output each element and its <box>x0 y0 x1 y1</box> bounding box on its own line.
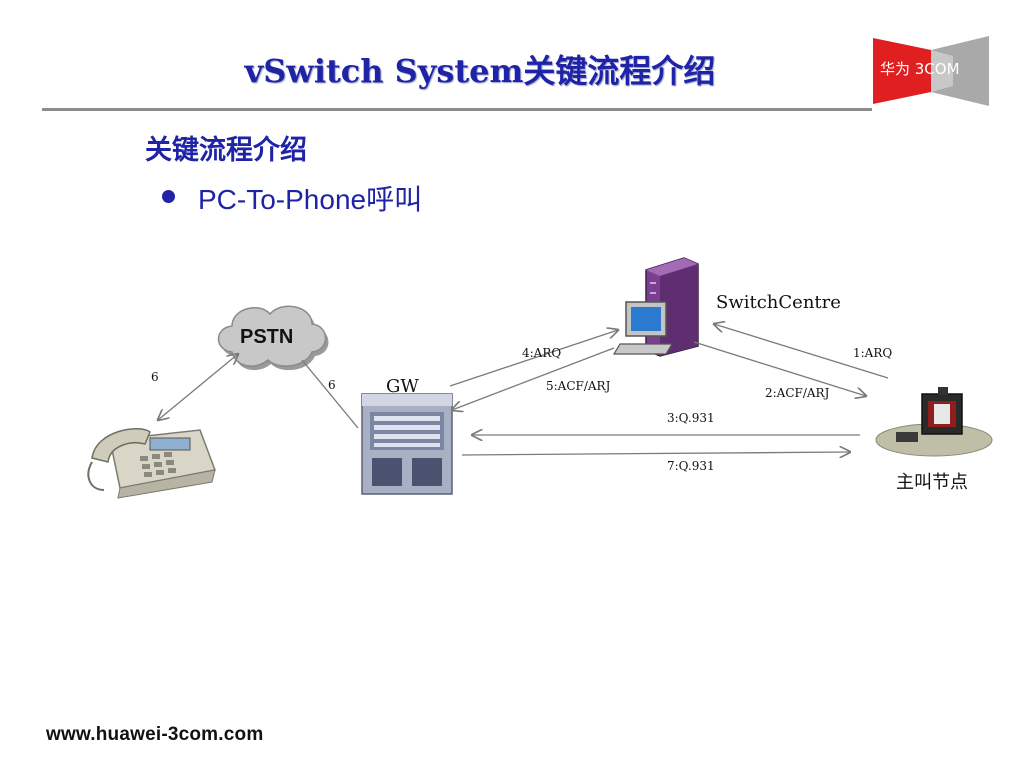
link-label-phone-pstn: 6 <box>151 370 159 384</box>
caller-node-label: 主叫节点 <box>896 472 968 493</box>
link-label-2-acf: 2:ACF/ARJ <box>765 386 830 400</box>
arrow-5-acf <box>452 347 615 410</box>
arrow-2-acf <box>693 341 866 396</box>
title-divider <box>42 108 872 111</box>
gw-label: GW <box>386 376 419 397</box>
link-pstn-gw <box>301 359 359 429</box>
page-title: vSwitch System关键流程介绍 <box>244 52 716 90</box>
gateway-icon <box>361 393 453 495</box>
footer-url: www.huawei-3com.com <box>46 724 264 745</box>
arrow-7-q931 <box>461 452 850 455</box>
link-label-1-arq: 1:ARQ <box>853 346 893 360</box>
huawei-3com-logo <box>873 36 989 106</box>
logo-text: 华为 3COM <box>880 60 960 78</box>
switch-centre-label: SwitchCentre <box>716 292 841 313</box>
link-label-7-q931: 7:Q.931 <box>667 459 715 473</box>
arrow-1-arq <box>714 324 889 379</box>
link-label-5-acf: 5:ACF/ARJ <box>546 379 611 393</box>
arrow-4-arq <box>449 330 618 387</box>
section-heading: 关键流程介绍 <box>145 135 307 166</box>
pstn-cloud-icon <box>217 305 329 371</box>
video-terminal-icon <box>875 387 993 457</box>
link-label-pstn-gw: 6 <box>328 378 336 392</box>
pstn-label: PSTN <box>240 326 294 348</box>
link-label-3-q931: 3:Q.931 <box>667 411 715 425</box>
link-phone-pstn <box>158 354 238 420</box>
link-label-4-arq: 4:ARQ <box>522 346 562 360</box>
bullet-text: PC-To-Phone呼叫 <box>198 184 423 215</box>
bullet-icon <box>162 190 175 203</box>
computer-icon <box>612 301 674 355</box>
telephone-icon <box>87 428 217 499</box>
